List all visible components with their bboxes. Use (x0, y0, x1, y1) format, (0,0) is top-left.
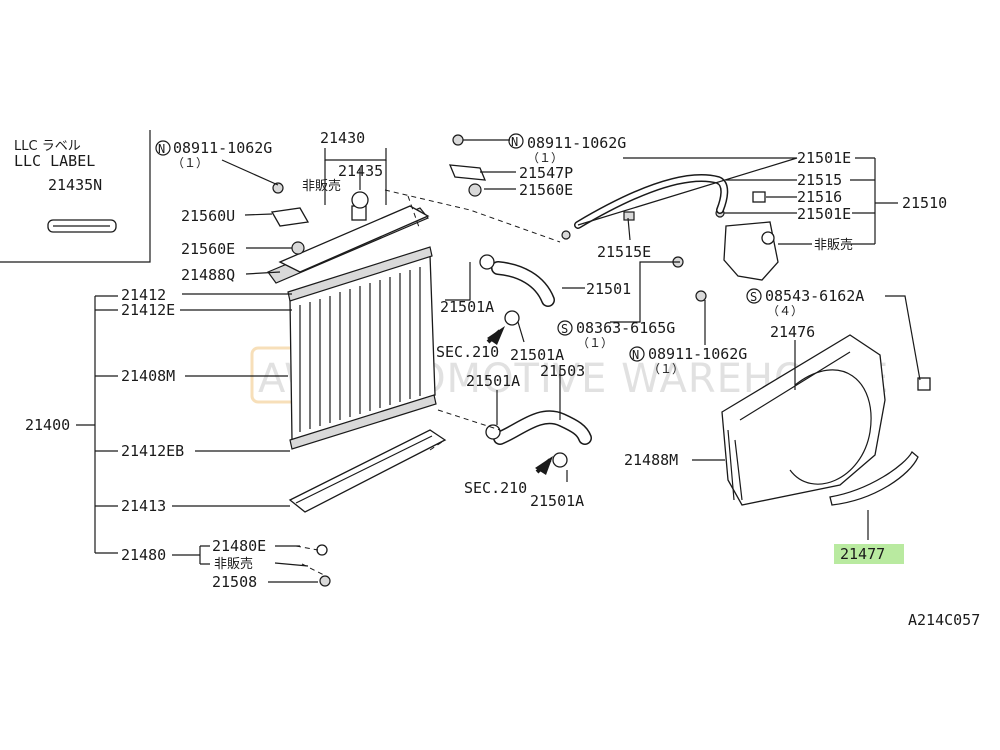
label-21480[interactable]: 21480 (121, 546, 166, 564)
label-hihanbai-2: 非販売 (214, 556, 253, 572)
n-mark-top-mid (508, 133, 524, 149)
label-21510[interactable]: 21510 (902, 194, 947, 212)
llc-title-jp: LLC ラベル (14, 139, 81, 154)
fan-guard-shape (829, 450, 919, 506)
lower-tank (288, 429, 447, 587)
label-21560e-top[interactable]: 21560E (519, 181, 573, 199)
llc-title-en: LLC LABEL (14, 152, 95, 170)
label-sec210-2[interactable]: SEC.210 (464, 479, 527, 497)
label-21408m[interactable]: 21408M (121, 367, 175, 385)
llc-part-number[interactable]: 21435N (48, 176, 102, 194)
label-s08543[interactable]: 08543-6162A (765, 287, 864, 305)
label-21501a-3[interactable]: 21501A (466, 372, 520, 390)
label-n08911-top-left[interactable]: 08911-1062G (173, 139, 272, 157)
label-21412e[interactable]: 21412E (121, 301, 175, 319)
label-21501e-mid[interactable]: 21501E (797, 205, 851, 223)
label-21515e[interactable]: 21515E (597, 243, 651, 261)
label-21488m[interactable]: 21488M (624, 451, 678, 469)
drain-plug-shape (319, 575, 331, 587)
label-21480e[interactable]: 21480E (212, 537, 266, 555)
label-qty-n08911-bottom: （１） (648, 362, 684, 376)
label-21413[interactable]: 21413 (121, 497, 166, 515)
upper-tank (278, 191, 430, 273)
label-hihanbai-1: 非販売 (302, 178, 341, 194)
radiator-cap-shape (351, 191, 369, 209)
label-hihanbai-3: 非販売 (814, 237, 853, 253)
n-mark-bottom (629, 346, 645, 362)
label-21477[interactable]: 21477 (840, 545, 885, 563)
label-s08363[interactable]: 08363-6165G (576, 319, 675, 337)
svg-text:N: N (511, 135, 518, 149)
label-21501a-4[interactable]: 21501A (530, 492, 584, 510)
upper-hose (479, 254, 555, 326)
lower-seal-shape (289, 394, 437, 450)
label-21560u[interactable]: 21560U (181, 207, 235, 225)
fan-shroud (721, 334, 919, 506)
upper-seal-shape (287, 246, 433, 302)
svg-text:N: N (632, 348, 639, 362)
svg-text:S: S (561, 322, 568, 336)
label-21560e-left[interactable]: 21560E (181, 240, 235, 258)
label-21476[interactable]: 21476 (770, 323, 815, 341)
s-mark-08543 (746, 288, 762, 304)
svg-text:N: N (158, 142, 165, 156)
label-21400[interactable]: 21400 (25, 416, 70, 434)
label-sec210-1[interactable]: SEC.210 (436, 343, 499, 361)
s-mark-08363 (557, 320, 573, 336)
sec-arrows (486, 326, 553, 475)
label-21547p[interactable]: 21547P (519, 164, 573, 182)
label-qty-top-left: （１） (172, 156, 208, 170)
label-21501a-1[interactable]: 21501A (440, 298, 494, 316)
label-21501a-2[interactable]: 21501A (510, 346, 564, 364)
label-21503[interactable]: 21503 (540, 362, 585, 380)
label-qty-s08363: （１） (577, 336, 613, 350)
llc-label-box: LLC ラベル LLC LABEL 21435N (0, 130, 151, 263)
highlight-21477 (834, 544, 904, 564)
small-hardware (270, 134, 931, 391)
label-n08911-top-mid[interactable]: 08911-1062G (527, 134, 626, 152)
label-21515[interactable]: 21515 (797, 171, 842, 189)
label-21435[interactable]: 21435 (338, 162, 383, 180)
label-21516[interactable]: 21516 (797, 188, 842, 206)
diagram-code: A214C057 (908, 611, 980, 629)
label-21412eb[interactable]: 21412EB (121, 442, 184, 460)
label-21508[interactable]: 21508 (212, 573, 257, 591)
reservoir (574, 174, 779, 281)
label-21488q[interactable]: 21488Q (181, 266, 235, 284)
label-21430[interactable]: 21430 (320, 129, 365, 147)
circle-marks: N N S N S (155, 133, 762, 362)
label-n08911-bottom[interactable]: 08911-1062G (648, 345, 747, 363)
svg-text:S: S (750, 290, 757, 304)
n-mark-top-left (155, 140, 171, 156)
part-labels: 08911-1062G （１） 21430 21435 非販売 08911-10… (25, 129, 980, 629)
label-qty-top-mid: （１） (527, 151, 563, 165)
label-21501e-top[interactable]: 21501E (797, 149, 851, 167)
lower-hose (485, 410, 592, 468)
label-qty-s08543: （４） (767, 304, 803, 318)
label-21412[interactable]: 21412 (121, 286, 166, 304)
leader-lines (76, 139, 921, 583)
label-21501[interactable]: 21501 (586, 280, 631, 298)
